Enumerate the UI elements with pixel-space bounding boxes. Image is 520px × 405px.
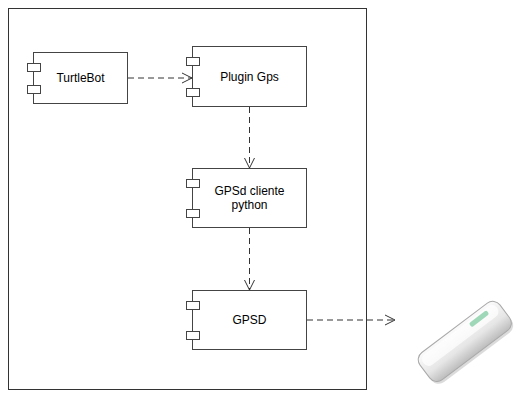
dependency-arrow	[128, 78, 192, 79]
component-name: Plugin Gps	[218, 70, 281, 84]
component-name: TurtleBot	[54, 71, 106, 85]
component-box: TurtleBot	[33, 52, 128, 104]
component-icon	[186, 331, 200, 340]
component-icon	[186, 301, 200, 310]
component-icon	[27, 85, 41, 94]
component-box: Plugin Gps	[192, 46, 307, 107]
component-icon	[186, 209, 200, 218]
component-name: GPSd cliente python	[193, 184, 306, 212]
gps-dongle-illustration	[415, 298, 517, 388]
component-box: GPSd cliente python	[192, 168, 307, 228]
dependency-arrow	[249, 107, 250, 168]
component-icon	[186, 57, 200, 66]
component-box: GPSD	[192, 290, 307, 350]
component-icon	[186, 88, 200, 97]
component-icon	[186, 179, 200, 188]
component-name: GPSD	[230, 313, 268, 327]
system-frame	[9, 9, 367, 390]
dependency-arrow	[249, 228, 250, 290]
component-icon	[27, 63, 41, 72]
device-dependency-arrow	[307, 320, 395, 321]
